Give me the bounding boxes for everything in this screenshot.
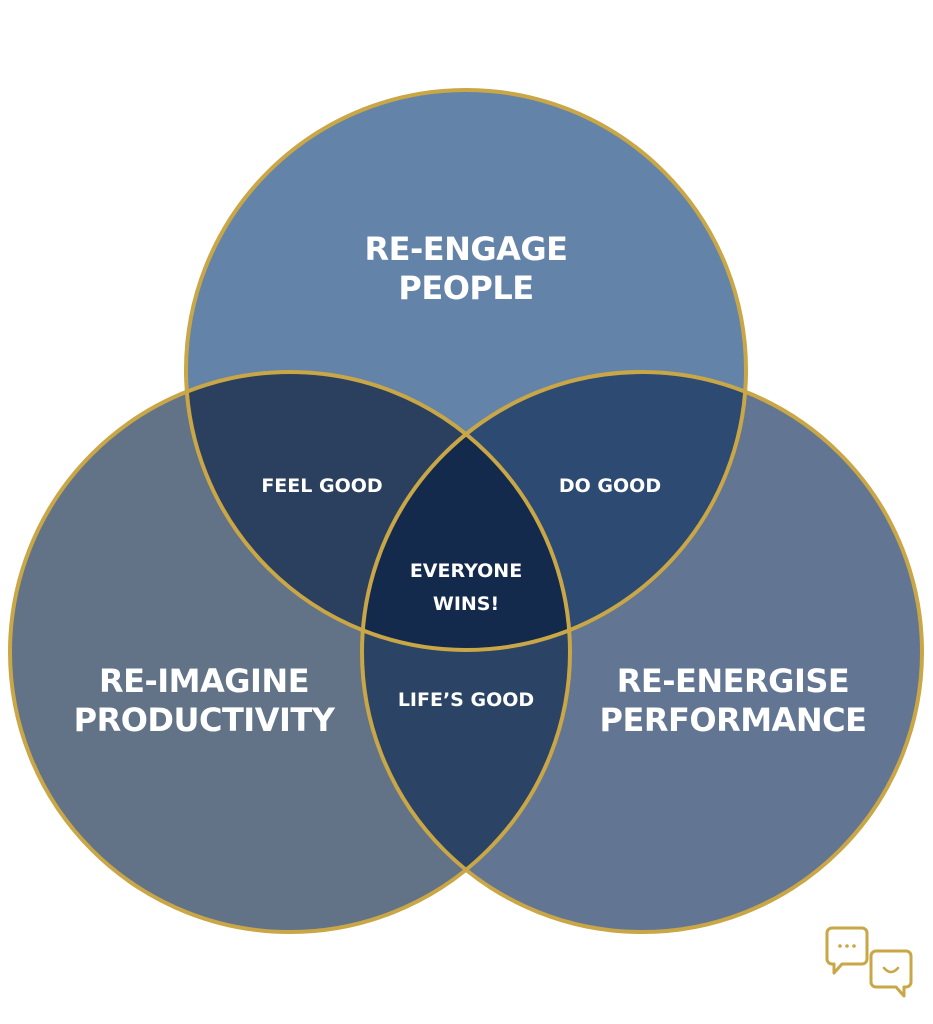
overlap-center-label-line2: WINS! xyxy=(433,593,499,615)
outline-left xyxy=(8,370,572,934)
top-circle-label-line2: PEOPLE xyxy=(398,269,533,307)
overlap-center-label-line1: EVERYONE xyxy=(410,560,522,582)
overlap-do-good-label: DO GOOD xyxy=(559,475,661,497)
chat-bubble-smile-icon xyxy=(869,949,913,998)
overlap-lifes-good-label: LIFE’S GOOD xyxy=(398,689,534,711)
right-circle-label-line2: PERFORMANCE xyxy=(600,701,867,739)
chat-bubble-dots-icon xyxy=(825,926,869,975)
overlap-everyone-wins xyxy=(362,372,570,650)
outline-top xyxy=(184,88,748,652)
left-circle-label-line1: RE-IMAGINE xyxy=(99,662,309,700)
left-circle-label-line2: PRODUCTIVITY xyxy=(74,701,336,739)
overlap-feel-good-label: FEEL GOOD xyxy=(261,475,382,497)
chat-logo xyxy=(825,926,913,998)
top-circle-label-line1: RE-ENGAGE xyxy=(364,230,567,268)
outline-right xyxy=(360,370,924,934)
right-circle-label-line1: RE-ENERGISE xyxy=(617,662,850,700)
